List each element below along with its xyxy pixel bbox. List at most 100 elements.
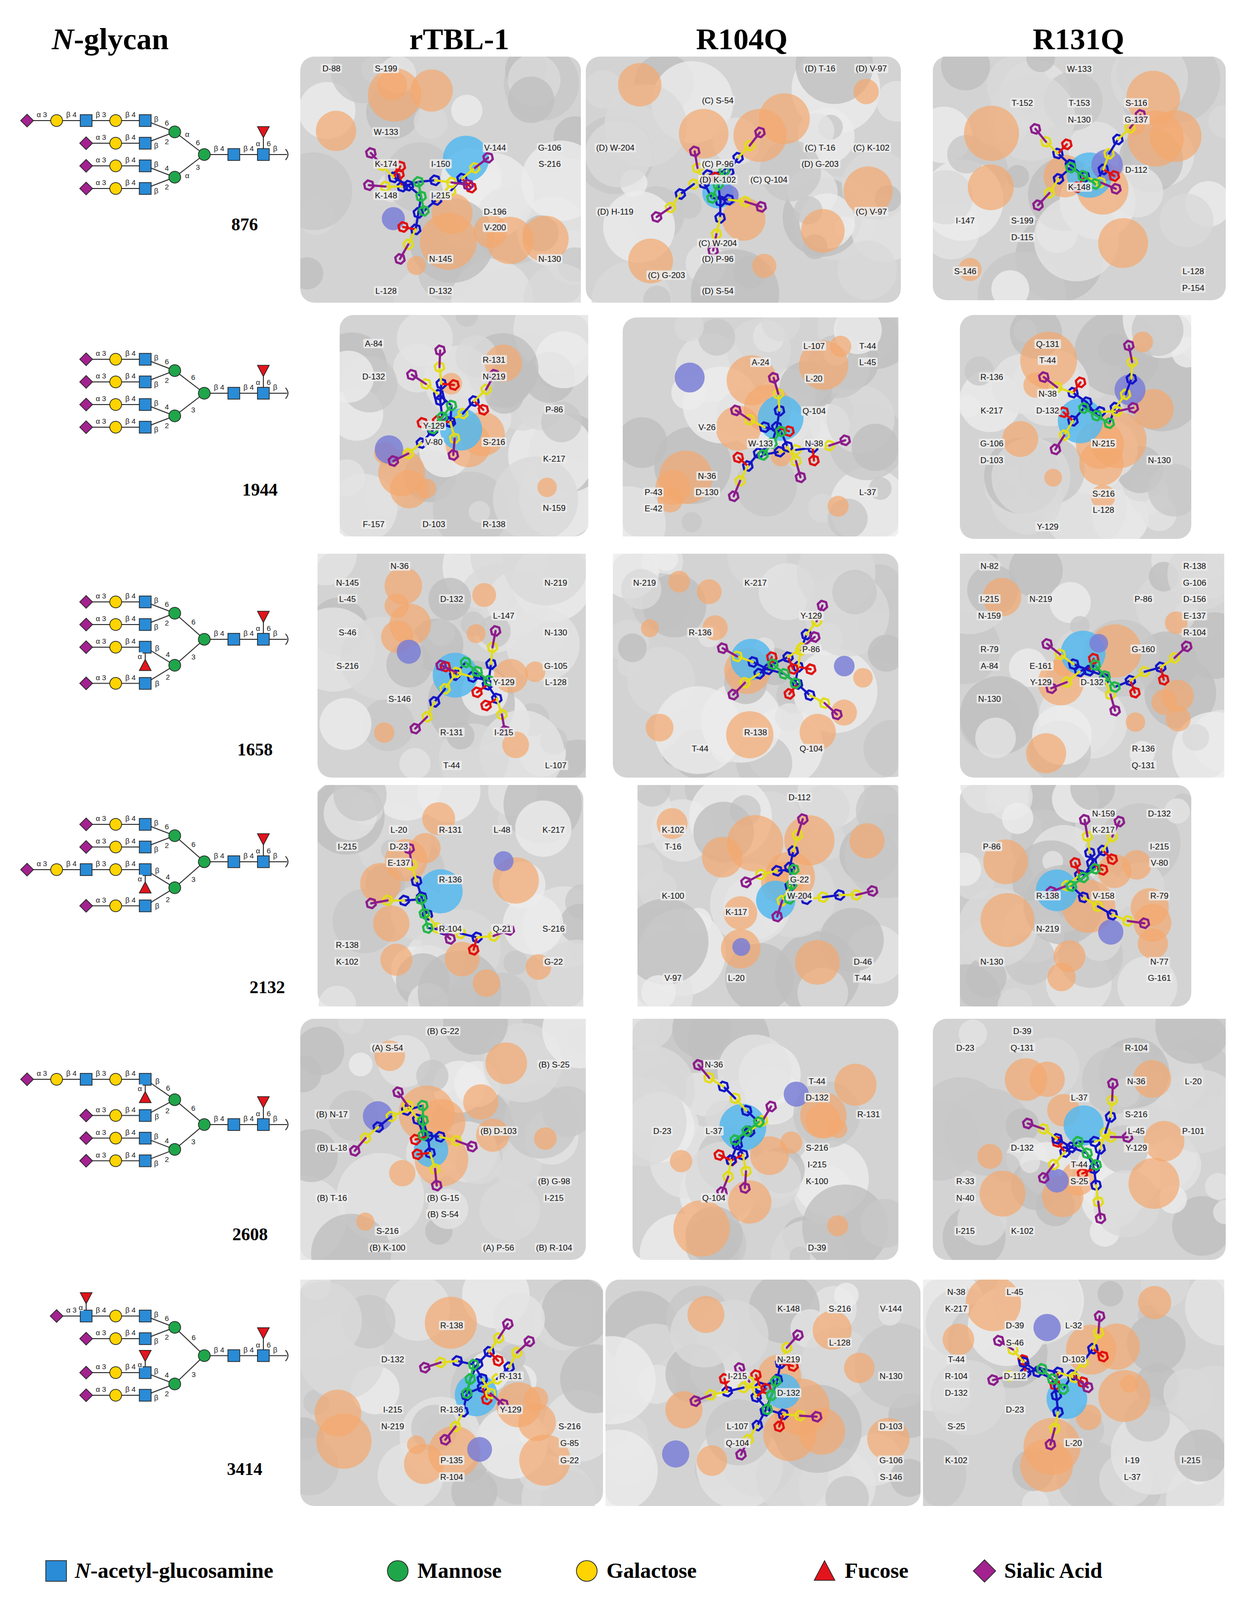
glycan-stick	[1109, 171, 1119, 182]
glycan-stick	[1098, 1316, 1100, 1334]
linkage-label: β 4	[124, 156, 136, 164]
glcnac-square	[139, 376, 152, 388]
residue-label: S-216	[537, 158, 563, 169]
glycan-stick	[1095, 1213, 1106, 1224]
glycan-stick	[472, 667, 482, 677]
glycan-stick	[462, 401, 475, 414]
glycan-stick	[395, 254, 405, 264]
glycan-stick	[436, 660, 446, 671]
surface-lobe	[284, 1055, 322, 1093]
surface-lobe	[698, 318, 735, 356]
linkage-label: β	[153, 187, 159, 195]
contact-patch	[424, 1297, 477, 1350]
docking-panel	[316, 287, 607, 548]
residue-label: D-132	[427, 286, 454, 296]
galactose-circle	[109, 1310, 122, 1323]
residue-label: G-106	[536, 143, 563, 153]
glycan-stick	[432, 1180, 442, 1191]
residue-label: D-112	[1123, 165, 1149, 175]
fucose-triangle	[257, 1096, 270, 1109]
glcnac-square	[257, 1350, 270, 1363]
surface-lobe	[997, 988, 1033, 1024]
glycan-stick	[408, 443, 421, 454]
contact-patch	[780, 1131, 803, 1154]
glycan-stick	[1127, 921, 1145, 924]
contact-patch	[388, 1160, 416, 1187]
contact-patch	[726, 711, 774, 759]
linkage-label: 2	[164, 183, 170, 191]
surface-lobe	[535, 331, 593, 389]
glcnac-square	[139, 398, 152, 411]
contact-patch	[849, 823, 885, 859]
surface-lobe	[1205, 1173, 1232, 1201]
contact-patch	[1002, 421, 1039, 458]
glycan-stick	[797, 814, 808, 825]
glycan-stick	[1070, 858, 1081, 869]
reducing-end	[285, 149, 288, 160]
glycan-stick	[786, 1335, 798, 1348]
fucose-triangle	[139, 882, 152, 894]
glycan-stick	[469, 945, 479, 955]
glycan-stick	[446, 400, 457, 411]
glcnac-square	[139, 353, 152, 366]
contact-patch	[800, 209, 845, 254]
linkage-label: 3	[195, 163, 201, 171]
linkage-label: β 4	[124, 349, 136, 357]
mannose-circle	[168, 1093, 181, 1106]
surface-lobe	[1177, 1366, 1240, 1440]
site-patch	[381, 207, 406, 231]
surface-lobe	[575, 1429, 658, 1512]
sialic-diamond	[79, 1109, 93, 1123]
glycan-stick	[812, 447, 815, 461]
docking-panel	[956, 279, 1204, 550]
glycan-stick	[415, 213, 418, 230]
surface-lobe	[1117, 956, 1178, 1017]
surface-lobe	[1131, 304, 1184, 356]
glycan-stick	[758, 450, 768, 461]
surface-lobe	[1212, 1200, 1238, 1225]
mannose-circle	[168, 1144, 181, 1156]
glycan-stick	[403, 226, 416, 230]
contact-patch	[665, 1391, 703, 1430]
surface-lobe	[1021, 1490, 1050, 1518]
linkage-label: β	[272, 383, 279, 391]
docking-panel	[929, 756, 1194, 1035]
glycan-stick	[448, 450, 458, 461]
residue-label: (D) H-119	[595, 206, 635, 217]
galactose-circle	[109, 1333, 122, 1345]
glycan-stick	[388, 456, 399, 467]
glycan-stick	[799, 1415, 817, 1417]
contact-patch	[827, 495, 849, 517]
surface-lobe	[542, 992, 619, 1069]
glycan-stick	[1128, 403, 1139, 414]
contact-patch	[853, 78, 880, 105]
contact-patch	[967, 164, 1014, 211]
sialic-diamond	[79, 595, 93, 609]
glycan-stick	[1066, 162, 1076, 173]
surface-lobe	[1174, 1429, 1227, 1482]
linkage-label: 6	[266, 378, 272, 386]
glcnac-square	[227, 1118, 240, 1131]
glycan-stick	[1073, 1137, 1083, 1147]
glycan-stick	[867, 886, 878, 897]
surface-lobe	[284, 1281, 362, 1360]
docking-panel	[281, 1261, 630, 1537]
glycan-stick	[434, 689, 446, 702]
contact-patch	[794, 940, 840, 986]
sialic-diamond	[20, 1073, 34, 1086]
surface-lobe	[844, 813, 930, 899]
glycan-stick	[1073, 408, 1084, 421]
glcnac-square	[227, 387, 240, 400]
glcnac-square	[139, 596, 152, 608]
docking-panel	[891, 1256, 1240, 1546]
glycan-stick	[1042, 639, 1052, 650]
glycan-stick	[1104, 418, 1114, 429]
galactose-circle	[109, 618, 122, 631]
surface-lobe	[1049, 581, 1091, 624]
contact-patch	[384, 839, 428, 882]
glcnac-square	[139, 1073, 152, 1086]
glycan-stick	[1108, 1079, 1118, 1089]
galactose-circle	[109, 1155, 122, 1168]
contact-patch	[1149, 110, 1202, 162]
contact-patch	[844, 1352, 875, 1384]
